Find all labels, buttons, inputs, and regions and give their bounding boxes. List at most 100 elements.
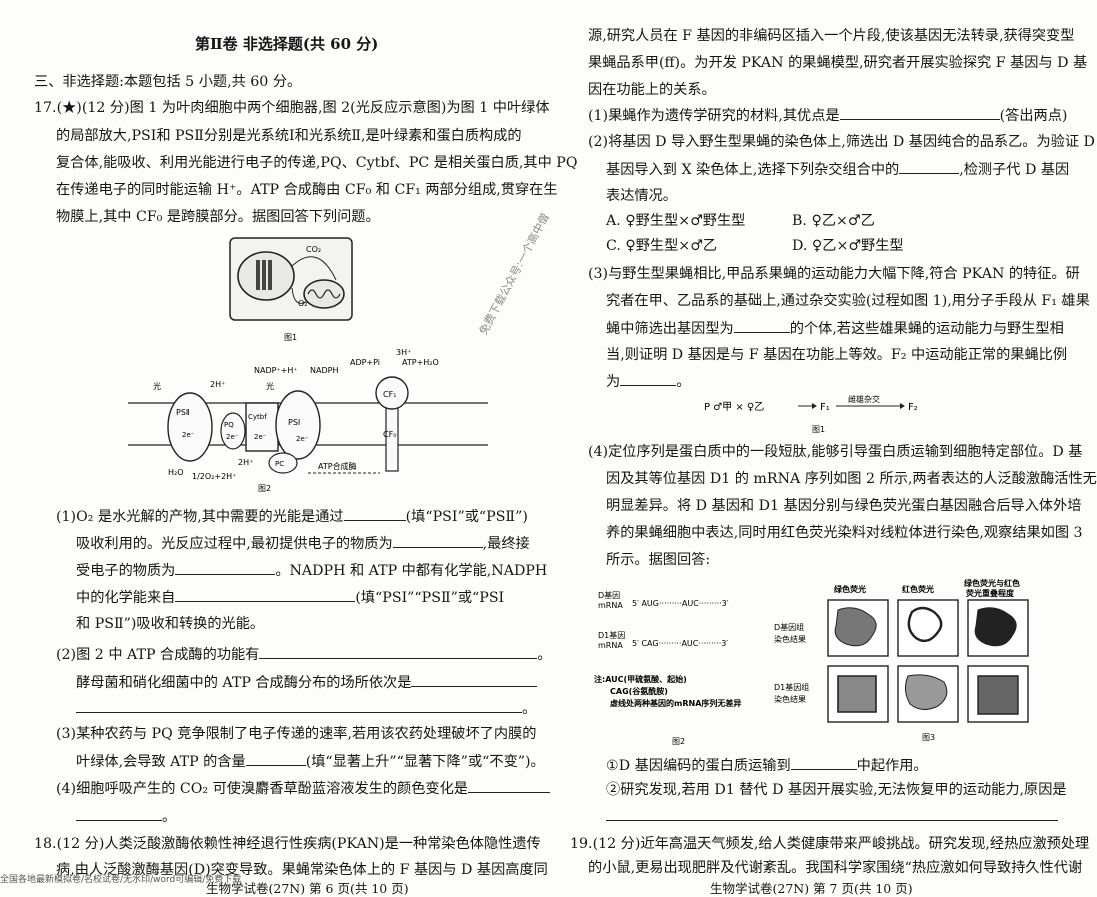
figure-2-mrna: D基因 mRNA 5′ AUG·········AUC·········3′ D… [594, 590, 741, 746]
q17-1-line-3: 受电子的物质为。NADPH 和 ATP 中都有化学能,NADPH [76, 560, 547, 581]
q18-4-line-2: 因及其等位基因 D1 的 mRNA 序列如图 2 所示,两者表达的人泛酸激酶活性… [606, 471, 1097, 487]
fig3-row-2a: D1基因组 [774, 682, 809, 692]
answer-blank[interactable] [76, 698, 522, 713]
fig2-cf1: CF₁ [383, 390, 396, 399]
answer-blank[interactable] [411, 672, 538, 687]
fig3-col-3b: 荧光重叠程度 [966, 588, 1015, 598]
fig3-col-3: 绿色荧光与红色 [964, 578, 1020, 588]
fig2-d1-label: D1基因 [598, 630, 625, 640]
fig2-atp: ATP+H₂O [402, 358, 439, 367]
section-title: 第Ⅱ卷 非选择题(共 60 分) [195, 35, 379, 53]
q17-line-1: 17.(★)(12 分)图 1 为叶肉细胞中两个细胞器,图 2(光反应示意图)为… [34, 100, 550, 116]
q18-4-line-1: (4)定位序列是蛋白质中的一段短肽,能够引导蛋白质运输到细胞特定部位。D 基 [588, 444, 1083, 460]
q17-4-line-2: 。 [76, 806, 176, 827]
figure-2-light-reaction: 光 光 2H⁺ 2H⁺ 3H⁺ NADP⁺+H⁺ NADPH ADP+Pi AT… [128, 348, 488, 493]
fig2-d-mrna: mRNA [598, 601, 623, 610]
q18-cont-1: 源,研究人员在 F 基因的非编码区插入一个片段,使该基因无法转录,获得突变型 [588, 28, 1075, 44]
q18-3-line-2: 究者在甲、乙品系的基础上,通过杂交实验(过程如图 1),用分子手段从 F₁ 雄果 [606, 293, 1090, 309]
fig2-light-2: 光 [266, 381, 274, 391]
fig2-caption-right: 图2 [672, 737, 685, 746]
answer-blank[interactable] [790, 755, 857, 770]
fig3-row-1b: 染色结果 [774, 634, 806, 644]
fig3-row-1a: D基因组 [774, 622, 804, 632]
fig3-col-2: 红色荧光 [902, 584, 934, 594]
q17-1-line-1: (1)O₂ 是水光解的产物,其中需要的光能是通过(填“PSⅠ”或“PSⅡ”) [56, 506, 528, 527]
q17-3-line-1: (3)某种农药与 PQ 竞争限制了电子传递的速率,若用该农药处理破坏了内膜的 [56, 726, 537, 742]
q17-2-line-3: 。 [76, 698, 536, 719]
option-b[interactable]: B. ♀乙×♂乙 [792, 213, 875, 229]
figure-1-organelles: CO₂ O₂ 图1 [229, 237, 353, 342]
answer-blank[interactable] [259, 644, 538, 659]
page-footer-left: 生物学试卷(27N) 第 6 页(共 10 页) [206, 881, 409, 896]
fig2-ps1: PSⅠ [288, 418, 300, 427]
fig3-caption: 图3 [922, 733, 935, 742]
q18-2-line-2: 基因导入到 X 染色体上,选择下列杂交组合中的,检测子代 D 基因 [606, 159, 1069, 180]
q17-2-line-2: 酵母菌和硝化细菌中的 ATP 合成酶分布的场所依次是 [76, 672, 538, 693]
q19-line-2: 的小鼠,更易出现肥胖及代谢紊乱。我国科学家围绕“热应激如何导致持久性代谢 [588, 860, 1083, 876]
fig2-o2: 1/2O₂+2H⁺ [192, 472, 236, 481]
fig2-cf0: CF₀ [383, 430, 396, 439]
cross-f2: F₂ [908, 402, 918, 413]
answer-blank[interactable] [620, 371, 677, 386]
page-footer-right: 生物学试卷(27N) 第 7 页(共 10 页) [710, 881, 913, 896]
q18-4-b-blank [606, 806, 1058, 827]
q17-line-2: 的局部放大,PSⅠ和 PSⅡ分别是光系统Ⅰ和光系统Ⅱ,是叶绿素和蛋白质构成的 [56, 128, 522, 144]
answer-blank[interactable] [467, 778, 550, 793]
q18-3-line-5: 为。 [606, 371, 690, 392]
q17-1-line-4: 中的化学能来自(填“PSⅠ”“PSⅡ”或“PSⅠ [76, 587, 504, 608]
q17-line-5: 物膜上,其中 CF₀ 是跨膜部分。据图回答下列问题。 [56, 209, 380, 225]
answer-blank[interactable] [175, 560, 276, 575]
fig2-d1-mrna: mRNA [598, 641, 623, 650]
option-d[interactable]: D. ♀乙×♂野生型 [792, 238, 904, 254]
fig2-light-1: 光 [153, 381, 161, 391]
q18-4-b: ②研究发现,若用 D1 替代 D 基因开展实验,无法恢复甲的运动能力,原因是 [606, 782, 1067, 798]
answer-blank[interactable] [343, 506, 406, 521]
fig2-d1-seq: 5′ CAG·········AUC·········3′ [632, 639, 728, 648]
answer-blank[interactable] [839, 105, 1000, 120]
q17-3-line-2: 叶绿体,会导致 ATP 的含量(填“显著上升”“显著下降”或“不变”)。 [76, 751, 545, 772]
q18-3-line-3: 蝇中筛选出基因型为的个体,若这些雄果蝇的运动能力与野生型相 [606, 318, 1064, 339]
q17-1-line-2: 吸收利用的。光反应过程中,最初提供电子的物质为,最终接 [76, 533, 530, 554]
q18-4-a: ①D 基因编码的蛋白质运输到中起作用。 [606, 755, 928, 776]
fig2-d-label: D基因 [598, 590, 620, 600]
answer-blank[interactable] [175, 587, 356, 602]
answer-blank[interactable] [899, 159, 960, 174]
fig2-e-a: 2e⁻ [182, 431, 195, 439]
fig2-pq: PQ [224, 421, 234, 429]
option-c[interactable]: C. ♀野生型×♂乙 [606, 238, 718, 254]
fig2-note-2: CAG(谷氨酰胺) [610, 686, 668, 696]
answer-blank[interactable] [733, 318, 790, 333]
answer-blank[interactable] [76, 806, 162, 821]
fig2-e-b: 2e⁻ [226, 433, 239, 441]
fig2-cytbf: Cytbf [248, 413, 267, 421]
fig2-adp: ADP+Pi [350, 358, 380, 367]
q17-2-line-1: (2)图 2 中 ATP 合成酶的功能有。 [56, 644, 552, 665]
fig2-d-seq: 5′ AUG·········AUC·········3′ [632, 599, 729, 608]
fig2-note-1: 注:AUC(甲硫氨酸、起始) [594, 674, 687, 684]
fig1-o2-label: O₂ [298, 299, 308, 308]
fig2-h-b: 2H⁺ [238, 458, 253, 467]
q18-1: (1)果蝇作为遗传学研究的材料,其优点是(答出两点) [588, 105, 1067, 126]
fig2-h2o: H₂O [168, 468, 184, 477]
q18-2-line-3: 表达情况。 [606, 188, 677, 204]
fig3-row-2b: 染色结果 [774, 694, 806, 704]
fig2-ps2: PSⅡ [176, 408, 190, 417]
q17-line-3: 复合体,能吸收、利用光能进行电子的传递,PQ、Cytbf、PC 是相关蛋白质,其… [56, 155, 578, 171]
fig2-atp-enzyme: ATP合成酶 [318, 461, 357, 471]
q18-2-line-1: (2)将基因 D 导入野生型果蝇的染色体上,筛选出 D 基因纯合的品系乙。为验证… [588, 134, 1095, 150]
q18-3-line-1: (3)与野生型果蝇相比,甲品系果蝇的运动能力大幅下降,符合 PKAN 的特征。研 [588, 266, 1080, 282]
answer-blank[interactable] [392, 533, 483, 548]
right-page: 源,研究人员在 F 基因的非编码区插入一个片段,使该基因无法转录,获得突变型 果… [570, 0, 1097, 896]
q18-line-2: 病,由人泛酸激酶基因(D)突变导致。果蝇常染色体上的 F 基因与 D 基因高度同 [56, 862, 548, 878]
q18-4-line-3: 明显差异。将 D 基因和 D1 基因分别与绿色荧光蛋白基因融合后导入体外培 [606, 498, 1082, 514]
fig2-nadp: NADP⁺+H⁺ [254, 366, 298, 375]
answer-blank[interactable] [606, 806, 1058, 821]
cross-f1: F₁ [820, 402, 830, 413]
q18-4-line-5: 所示。据图回答: [606, 552, 711, 568]
fig2-pc: PC [275, 460, 284, 468]
fig2-caption: 图2 [258, 484, 271, 493]
fig2-e-c: 2e⁻ [254, 433, 267, 441]
fig3-col-1: 绿色荧光 [834, 584, 866, 594]
answer-blank[interactable] [245, 751, 306, 766]
option-a[interactable]: A. ♀野生型×♂野生型 [606, 213, 746, 229]
